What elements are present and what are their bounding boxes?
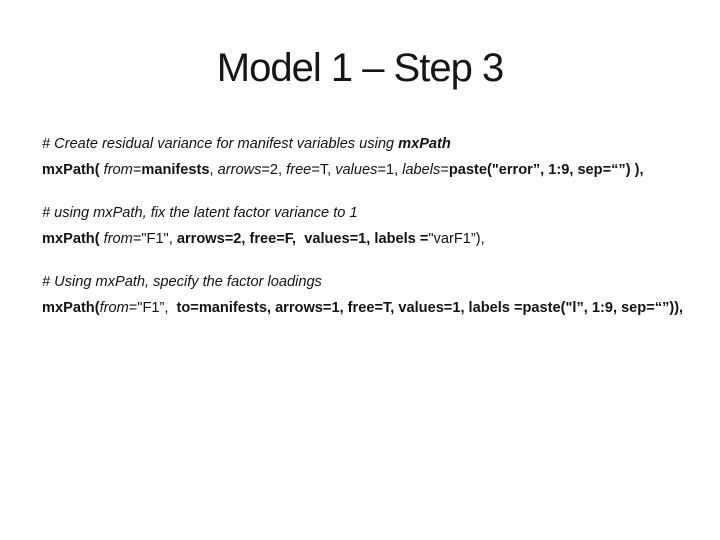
text-segment: # Create residual variance for manifest … [42, 136, 399, 152]
text-segment: =T, [311, 162, 336, 178]
code-block-factor-loadings: # Using mxPath, specify the factor loadi… [42, 269, 684, 321]
text-segment: values [335, 162, 378, 178]
text-segment: paste("error”, 1:9, sep=“”) ), [448, 162, 644, 178]
text-segment: =2, [261, 162, 287, 178]
comment-line: # using mxPath, fix the latent factor va… [42, 200, 684, 226]
code-line: mxPath(from="F1”, to=manifests, arrows=1… [42, 295, 684, 321]
text-segment: , [209, 162, 218, 178]
code-line: mxPath( from=manifests, arrows=2, free=T… [42, 157, 684, 183]
comment-line: # Using mxPath, specify the factor loadi… [42, 269, 684, 295]
slide-title: Model 1 – Step 3 [216, 46, 504, 90]
text-segment: = [132, 162, 142, 178]
text-segment: mxPath [42, 162, 95, 178]
text-segment: ="F1", [132, 231, 177, 247]
slide-body: # Create residual variance for manifest … [0, 131, 720, 321]
text-segment: # using mxPath, fix the latent factor va… [42, 205, 358, 221]
text-segment: labels [402, 162, 441, 178]
text-segment: ="F1”, [128, 300, 177, 316]
code-line: mxPath( from="F1", arrows=2, free=F, val… [42, 226, 684, 252]
text-segment: manifests [141, 162, 210, 178]
code-block-latent-variance: # using mxPath, fix the latent factor va… [42, 200, 684, 252]
text-segment: = [440, 162, 449, 178]
text-segment: mxPath [42, 231, 95, 247]
text-segment: from [99, 300, 129, 316]
text-segment: mxPath( [42, 300, 100, 316]
text-segment: =1, [377, 162, 403, 178]
text-segment: arrows [217, 162, 262, 178]
text-segment: ( [94, 162, 104, 178]
text-segment: arrows=2, free=F, values=1, labels = [176, 231, 429, 247]
text-segment: from [103, 162, 133, 178]
comment-line: # Create residual variance for manifest … [42, 131, 684, 157]
text-segment: free [286, 162, 312, 178]
text-segment: ( [94, 231, 104, 247]
text-segment: "varF1”), [428, 231, 485, 247]
text-segment: # Using mxPath, specify the factor loadi… [42, 274, 322, 290]
text-segment: mxPath [398, 136, 451, 152]
text-segment: to=manifests, arrows=1, free=T, values=1… [176, 300, 684, 316]
code-block-residual-variance: # Create residual variance for manifest … [42, 131, 684, 183]
text-segment: from [103, 231, 133, 247]
